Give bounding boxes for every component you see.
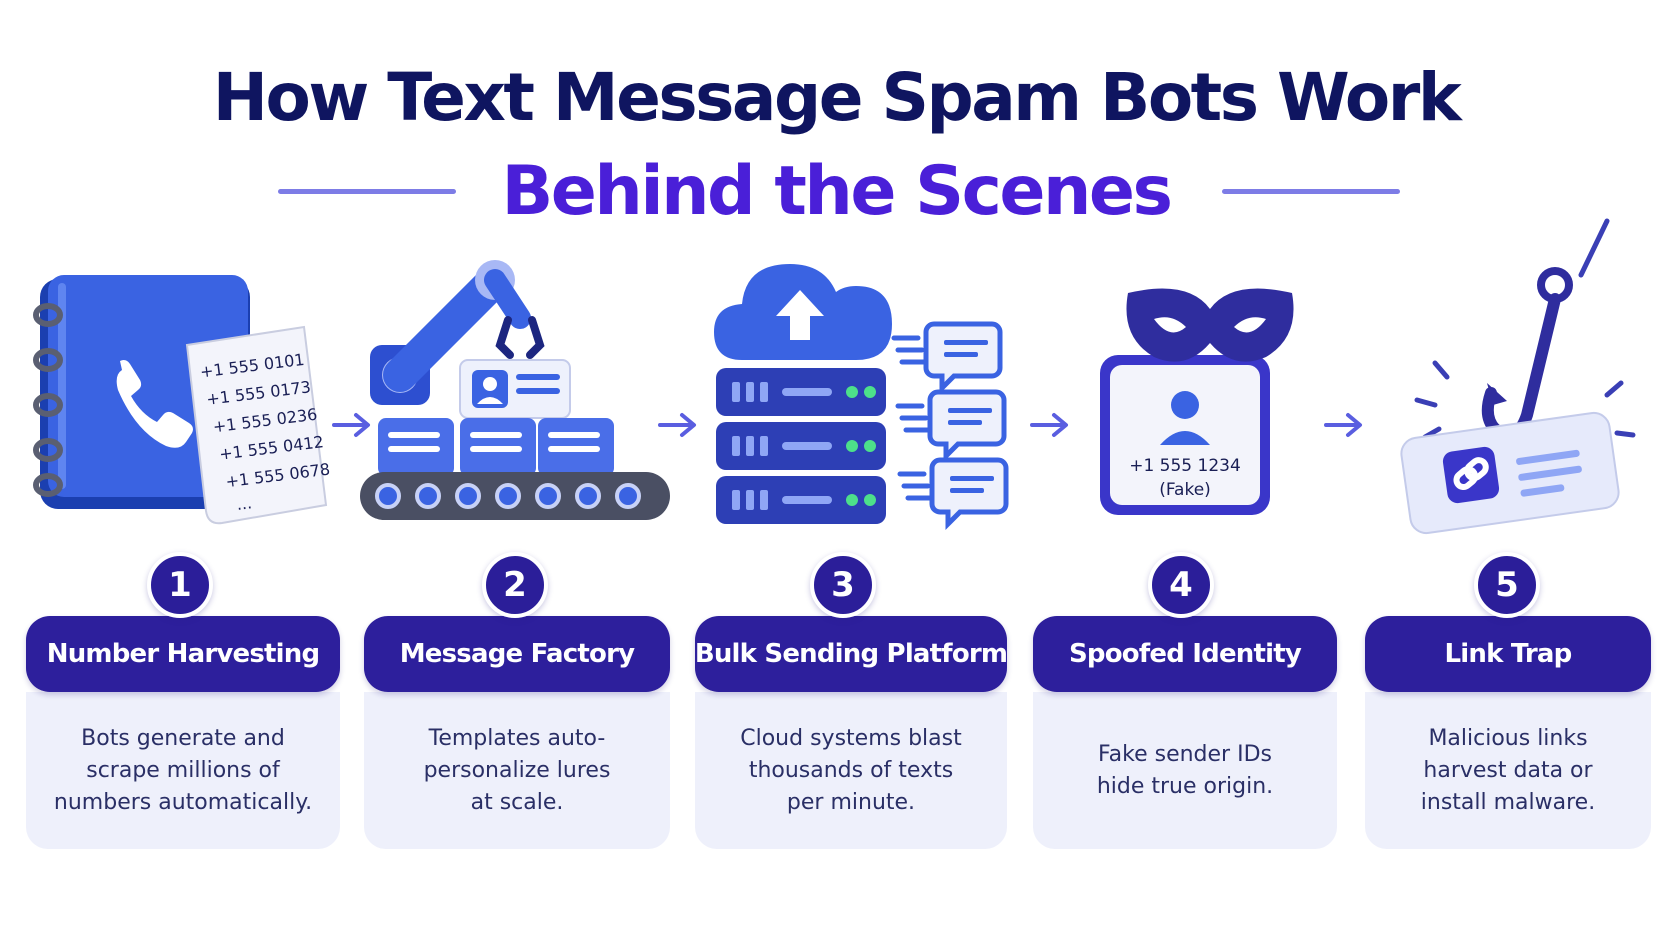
address-book-icon: +1 555 0101 +1 555 0173 +1 555 0236 +1 5… xyxy=(33,275,331,525)
step-2-badge: 2 xyxy=(482,552,548,618)
step-5-description: Malicious links harvest data or install … xyxy=(1365,692,1651,849)
step-4-badge: 4 xyxy=(1148,552,1214,618)
title-divider-right xyxy=(1222,189,1400,194)
cloud-server-icon xyxy=(714,264,1009,531)
arrow-right-icon xyxy=(658,413,696,437)
page-title: How Text Message Spam Bots Work xyxy=(212,59,1462,136)
fishing-hook-icon xyxy=(1400,218,1636,535)
title-divider-left xyxy=(278,189,456,194)
step-1-description: Bots generate and scrape millions of num… xyxy=(26,692,340,849)
step-4-title: Spoofed Identity xyxy=(1033,616,1337,692)
phone-number-more: ... xyxy=(235,493,252,514)
step-5-title: Link Trap xyxy=(1365,616,1651,692)
step-4-description: Fake sender IDs hide true origin. xyxy=(1033,692,1337,849)
step-1-badge: 1 xyxy=(147,552,213,618)
step-2-description: Templates auto- personalize lures at sca… xyxy=(364,692,670,849)
server-stack xyxy=(716,368,886,524)
robot-arm-icon xyxy=(360,260,670,520)
step-5-badge: 5 xyxy=(1474,552,1540,618)
fake-sender-number: +1 555 1234 xyxy=(1129,456,1241,476)
step-2-title: Message Factory xyxy=(364,616,670,692)
fake-sender-tag: (Fake) xyxy=(1159,480,1211,500)
mask-icon: +1 555 1234 (Fake) xyxy=(1100,288,1294,515)
arrow-right-icon xyxy=(1030,413,1068,437)
arrow-right-icon xyxy=(332,413,370,437)
step-3-title: Bulk Sending Platform xyxy=(695,616,1008,692)
arrow-right-icon xyxy=(1324,413,1362,437)
step-3-badge: 3 xyxy=(810,552,876,618)
step-1-title: Number Harvesting xyxy=(26,616,340,692)
page-subtitle: Behind the Scenes xyxy=(501,152,1173,231)
step-3-description: Cloud systems blast thousands of texts p… xyxy=(695,692,1007,849)
phone-number-list: +1 555 0101 +1 555 0173 +1 555 0236 +1 5… xyxy=(185,325,331,525)
illustrations-row: +1 555 0101 +1 555 0173 +1 555 0236 +1 5… xyxy=(0,215,1672,560)
